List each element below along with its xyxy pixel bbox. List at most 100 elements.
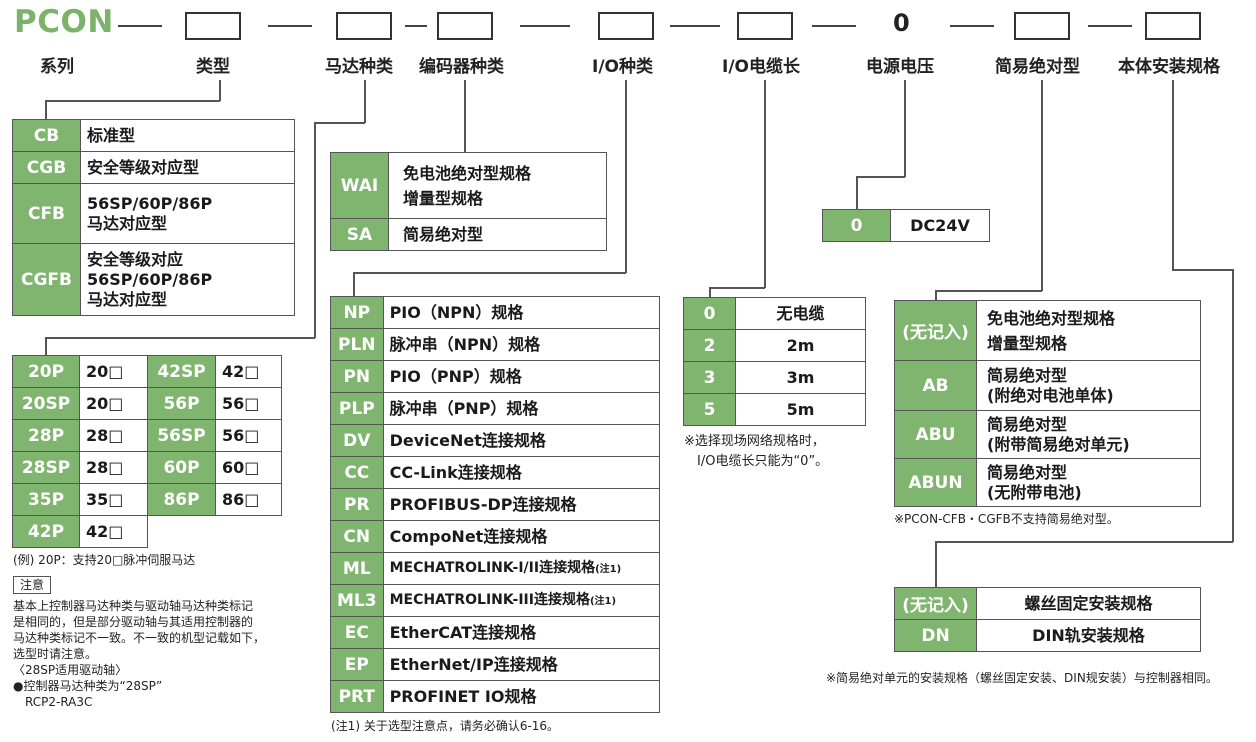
motor-code: 86P — [147, 483, 216, 516]
notice-label: 注意 — [13, 576, 52, 594]
io-desc: CompoNet连接规格 — [382, 520, 661, 553]
header-encoder: 编码器种类 — [419, 57, 504, 77]
io-desc: PIO（NPN）规格 — [382, 296, 661, 329]
notice-line: 马达种类标记不一致。不一致的机型记载如下， — [13, 631, 266, 645]
abs-code: (无记入) — [894, 300, 977, 361]
io-desc-text: MECHATROLINK-III连接规格 — [389, 591, 590, 608]
connector — [45, 100, 47, 119]
mount-desc: 螺丝固定安装规格 — [976, 587, 1201, 620]
dash — [670, 25, 720, 27]
notice-line: 选型时请注意。 — [13, 647, 98, 661]
io-footnote-ref: (注1) — [589, 595, 617, 607]
io-code: CC — [330, 456, 384, 489]
header-motor: 马达种类 — [325, 57, 393, 77]
motor-size: 56□ — [215, 419, 282, 452]
io-code: DV — [330, 424, 384, 457]
connector — [1041, 80, 1043, 291]
io-code: ML — [330, 552, 384, 585]
io-desc: EtherCAT连接规格 — [382, 616, 661, 649]
connector — [353, 272, 626, 274]
io-code: PR — [330, 488, 384, 521]
placeholder-cable — [737, 12, 793, 40]
motor-code: 56SP — [147, 419, 216, 452]
connector — [45, 100, 220, 102]
encoder-desc: 简易绝对型 — [388, 218, 607, 251]
motor-code: 42P — [12, 515, 80, 548]
io-desc: CC-Link连接规格 — [382, 456, 661, 489]
abs-desc: 免电池绝对型规格 增量型规格 — [976, 300, 1201, 361]
io-code: CN — [330, 520, 384, 553]
connector — [935, 541, 1233, 543]
type-code: CFB — [12, 183, 81, 244]
io-code: ML3 — [330, 584, 384, 617]
mount-code: DN — [894, 619, 977, 652]
mount-desc: DIN轨安装规格 — [976, 619, 1201, 652]
placeholder-type — [185, 12, 241, 40]
io-code: PLN — [330, 328, 384, 361]
dash — [118, 25, 162, 27]
abs-desc: 简易绝对型 (附绝对电池单体) — [976, 360, 1201, 411]
placeholder-mount — [1145, 12, 1201, 40]
cable-code: 3 — [683, 361, 736, 394]
io-desc: EtherNet/IP连接规格 — [382, 648, 661, 681]
abs-note: ※PCON-CFB・CGFB不支持简易绝对型。 — [894, 512, 1119, 526]
cable-code: 5 — [683, 393, 736, 426]
dash — [812, 25, 856, 27]
connector — [45, 337, 315, 339]
cable-desc: 2m — [735, 329, 866, 362]
motor-code: 20SP — [12, 387, 80, 420]
connector — [1172, 80, 1174, 270]
abs-code: ABU — [894, 410, 977, 459]
io-code: PN — [330, 360, 384, 393]
connector — [856, 176, 858, 209]
connector — [709, 287, 711, 297]
motor-note: (例) 20P：支持20□脉冲伺服马达 — [13, 553, 196, 567]
series-title: PCON — [14, 4, 114, 40]
connector — [625, 80, 627, 273]
io-code: EC — [330, 616, 384, 649]
connector — [935, 541, 937, 587]
connector — [353, 272, 355, 296]
io-code: EP — [330, 648, 384, 681]
notice-line: 基本上控制器马达种类与驱动轴马达种类标记 — [13, 599, 254, 613]
type-table: CB 标准型 CGB 安全等级对应型 CFB 56SP/60P/86P 马达对应… — [12, 119, 295, 316]
io-desc-text: MECHATROLINK-I/II连接规格 — [389, 559, 596, 576]
motor-size: 20□ — [79, 387, 148, 420]
connector — [1172, 269, 1233, 271]
abs-desc: 简易绝对型 (附带简易绝对单元) — [976, 410, 1201, 459]
notice-line: 是相同的，但是部分驱动轴与其适用控制器的 — [13, 615, 254, 629]
connector — [935, 290, 1042, 292]
io-desc: DeviceNet连接规格 — [382, 424, 661, 457]
header-mount: 本体安装规格 — [1118, 57, 1220, 77]
voltage-desc: DC24V — [890, 209, 990, 242]
io-code: PLP — [330, 392, 384, 425]
io-code: PRT — [330, 680, 384, 713]
abs-code: AB — [894, 360, 977, 411]
header-cable: I/O电缆长 — [722, 57, 800, 77]
dash — [405, 25, 427, 27]
motor-code: 28P — [12, 419, 80, 452]
encoder-code: SA — [330, 218, 389, 251]
connector — [1232, 269, 1234, 542]
connector — [764, 80, 766, 288]
motor-size: 35□ — [79, 483, 148, 516]
dash — [950, 25, 994, 27]
motor-size: 42□ — [79, 515, 148, 548]
type-desc: 56SP/60P/86P 马达对应型 — [80, 183, 295, 244]
header-io: I/O种类 — [592, 57, 653, 77]
voltage-fixed-value: 0 — [893, 9, 910, 37]
type-desc: 安全等级对应 56SP/60P/86P 马达对应型 — [80, 243, 295, 316]
motor-code: 28SP — [12, 451, 80, 484]
motor-code: 60P — [147, 451, 216, 484]
notice-line: RCP2-RA3C — [13, 695, 93, 709]
cable-desc: 3m — [735, 361, 866, 394]
cable-code: 2 — [683, 329, 736, 362]
type-desc: 标准型 — [80, 119, 295, 152]
io-desc: 脉冲串（NPN）规格 — [382, 328, 661, 361]
motor-code: 56P — [147, 387, 216, 420]
